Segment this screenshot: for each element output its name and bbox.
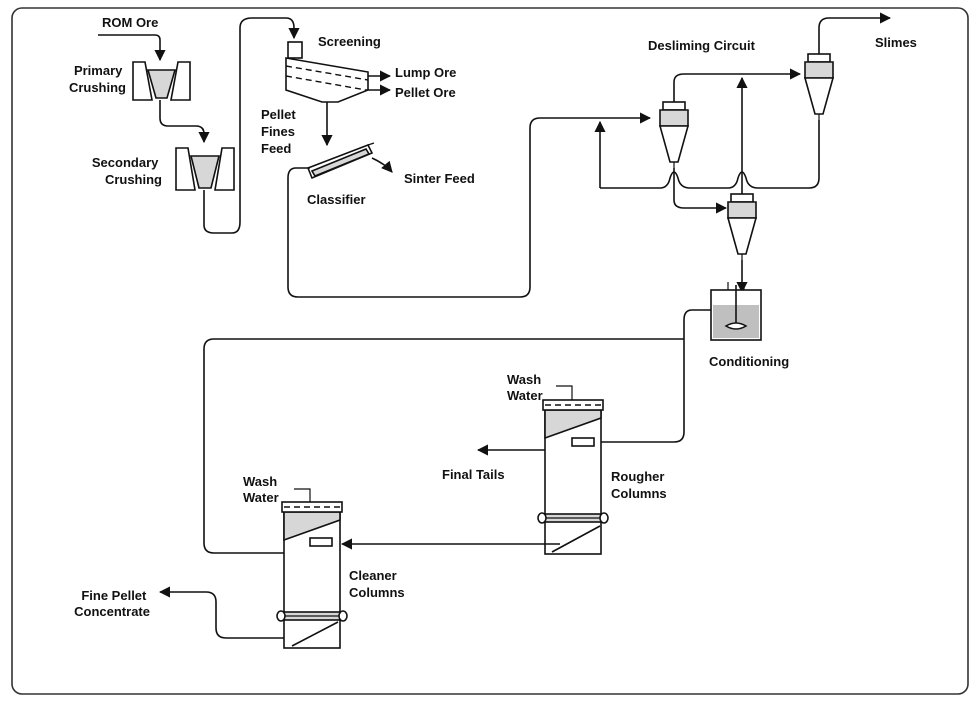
- rom-ore-feed-line: [98, 34, 166, 62]
- label-slimes: Slimes: [875, 35, 917, 50]
- desliming-cyclone-2: [726, 193, 758, 260]
- label-wash-water-cleaner: Wash Water: [243, 474, 281, 505]
- vibrating-screen: [285, 41, 369, 103]
- spiral-classifier: [306, 142, 375, 180]
- conditioning-tank: [710, 282, 762, 341]
- crushed-ore-to-screen-line: [203, 17, 300, 234]
- label-lump-ore: Lump Ore: [395, 65, 456, 80]
- label-rougher-columns: Rougher Columns: [611, 469, 668, 501]
- label-sinter-feed: Sinter Feed: [404, 171, 475, 186]
- label-classifier: Classifier: [307, 192, 366, 207]
- label-wash-water-rougher: Wash Water: [507, 372, 545, 403]
- cyclone1-overflow-line: [673, 68, 802, 102]
- label-pellet-ore: Pellet Ore: [395, 85, 456, 100]
- label-desliming-circuit: Desliming Circuit: [648, 38, 756, 53]
- cleaner-tails-recycle-line: [203, 338, 684, 554]
- desliming-bottom-loop: [600, 120, 820, 189]
- label-conditioning: Conditioning: [709, 354, 789, 369]
- rougher-column: [537, 399, 609, 555]
- pellet-fines-feed-line: [287, 112, 652, 298]
- cleaner-wash-water-line: [294, 488, 311, 502]
- primary-crusher: [132, 61, 191, 101]
- slimes-line: [818, 12, 892, 54]
- secondary-crusher: [175, 147, 235, 191]
- label-final-tails: Final Tails: [442, 467, 505, 482]
- label-cleaner-columns: Cleaner Columns: [349, 568, 405, 600]
- label-fine-pellet-concentrate: Fine Pellet Concentrate: [74, 588, 150, 619]
- sinter-feed-line: [371, 157, 393, 173]
- concentrate-line: [158, 586, 284, 639]
- label-rom-ore: ROM Ore: [102, 15, 158, 30]
- label-pellet-fines-feed: Pellet Fines Feed: [261, 107, 299, 156]
- label-screening: Screening: [318, 34, 381, 49]
- desliming-cyclone-1: [658, 101, 690, 168]
- label-primary-crushing: Primary Crushing: [69, 63, 126, 95]
- cleaner-column: [276, 501, 348, 649]
- cyclone1-to-cyclone2-line: [673, 168, 728, 214]
- desliming-cyclone-3: [803, 53, 835, 120]
- primary-to-secondary-line: [159, 100, 210, 144]
- conditioning-to-rougher-line: [576, 309, 711, 448]
- diagram-frame: [11, 7, 969, 695]
- label-secondary-crushing: Secondary Crushing: [92, 155, 162, 187]
- rougher-wash-water-line: [556, 385, 573, 400]
